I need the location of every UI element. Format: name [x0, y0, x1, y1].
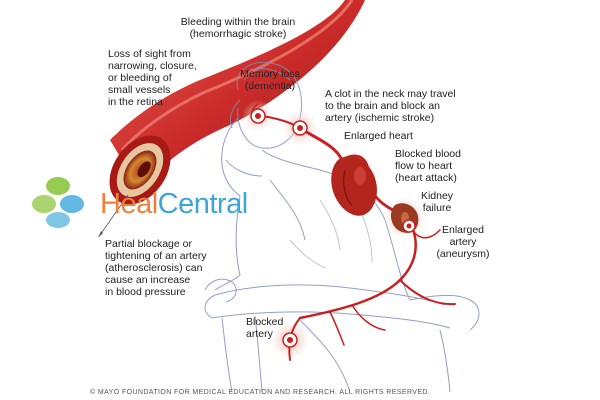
- healcentral-watermark: HealCentral: [100, 188, 248, 220]
- pointer-line: [99, 194, 129, 236]
- label-enlarged-heart: Enlarged heart: [344, 130, 413, 142]
- heart: [331, 156, 377, 216]
- healcentral-logo-icon: [32, 177, 84, 228]
- watermark-heal: Heal: [100, 188, 158, 220]
- copyright-notice: © MAYO FOUNDATION FOR MEDICAL EDUCATION …: [90, 389, 431, 396]
- label-loss-of-sight: Loss of sight from narrowing, closure, o…: [108, 48, 197, 108]
- artery-tube: [110, 0, 365, 190]
- lesion-markers: [250, 108, 416, 348]
- label-heart-attack: Blocked blood flow to heart (heart attac…: [395, 148, 461, 184]
- label-atherosclerosis: Partial blockage or tightening of an art…: [105, 238, 207, 298]
- label-kidney-failure: Kidney failure: [420, 190, 454, 214]
- label-aneurysm: Enlarged artery (aneurysm): [436, 224, 490, 260]
- label-memory-loss: Memory loss (dementia): [240, 68, 300, 92]
- pointer-arrow: [98, 231, 103, 238]
- label-ischemic-stroke: A clot in the neck may travel to the bra…: [325, 88, 456, 124]
- artery-cross-section: [109, 135, 171, 205]
- label-hemorrhagic-stroke: Bleeding within the brain (hemorrhagic s…: [180, 16, 296, 40]
- label-blocked-artery: Blocked artery: [246, 316, 284, 340]
- artery-tube-highlight: [120, 0, 354, 152]
- watermark-central: Central: [157, 188, 249, 220]
